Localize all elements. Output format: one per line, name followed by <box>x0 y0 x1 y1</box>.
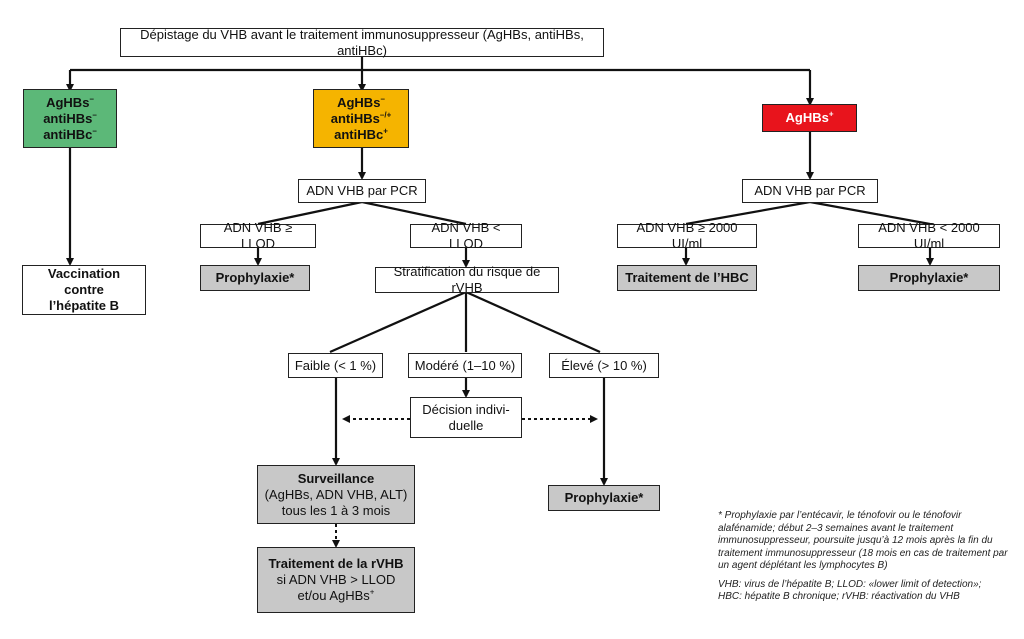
risk-low-box: Faible (< 1 %) <box>288 353 383 378</box>
surveillance-line2: (AgHBs, ADN VHB, ALT) <box>264 486 408 502</box>
footnote-abbreviations: VHB: virus de l’hépatite B; LLOD: «lower… <box>718 578 982 603</box>
prophylaxis-box-right: Prophylaxie* <box>858 265 1000 291</box>
risk-moderate-label: Modéré (1–10 %) <box>414 357 516 373</box>
adn-lt-2000-label: ADN VHB < 2000 UI/ml <box>878 220 980 251</box>
vaccination-box: Vaccination contre l’hépatite B <box>22 265 146 315</box>
neg-line1: AgHBs <box>46 94 90 110</box>
rvhb-treatment-sup: + <box>369 587 375 597</box>
adn-ge-2000-label: ADN VHB ≥ 2000 UI/ml <box>636 220 738 251</box>
rvhb-treatment-line2: si ADN VHB > LLOD <box>276 572 396 587</box>
mid-line3: antiHBc <box>334 126 384 142</box>
surveillance-line3: tous les 1 à 3 mois <box>281 502 391 518</box>
vaccination-line1: Vaccination contre <box>47 266 121 297</box>
neg-sup3: – <box>92 126 97 136</box>
adn-lt-llod-label: ADN VHB < LLOD <box>431 220 501 251</box>
mid-sup1: – <box>380 94 385 104</box>
pcr-left-box: ADN VHB par PCR <box>298 179 426 203</box>
pos-line1: AgHBs <box>785 110 829 125</box>
adn-lt-2000-box: ADN VHB < 2000 UI/ml <box>858 220 1000 251</box>
vaccination-line2: l’hépatite B <box>48 298 120 313</box>
screening-root-box: Dépistage du VHB avant le traitement imm… <box>120 26 604 58</box>
neg-sup1: – <box>89 94 94 104</box>
rvhb-treatment-title: Traitement de la rVHB <box>268 556 404 571</box>
footnote: * Prophylaxie par l’entécavir, le ténofo… <box>718 510 1008 610</box>
mid-sup3: + <box>383 126 388 136</box>
stratification-box: Stratification du risque de rVHB <box>375 264 559 295</box>
serology-intermediate-box: AgHBs– antiHBs–/+ antiHBc+ <box>313 89 409 148</box>
rvhb-treatment-line3: et/ou AgHBs <box>297 588 370 603</box>
mid-line1: AgHBs <box>337 94 381 110</box>
neg-sup2: – <box>92 110 97 120</box>
risk-high-box: Élevé (> 10 %) <box>549 353 659 378</box>
adn-ge-llod-box: ADN VHB ≥ LLOD <box>200 220 316 251</box>
prophylaxis-label-right: Prophylaxie* <box>889 270 969 285</box>
footnote-prophylaxis: * Prophylaxie par l’entécavir, le ténofo… <box>718 510 1008 571</box>
pos-sup1: + <box>828 109 834 119</box>
rvhb-treatment-box: Traitement de la rVHB si ADN VHB > LLOD … <box>257 547 415 613</box>
prophylaxis-label-left: Prophylaxie* <box>215 270 295 285</box>
stratification-label: Stratification du risque de rVHB <box>393 264 541 295</box>
neg-line2: antiHBs <box>43 110 93 126</box>
pcr-right-label: ADN VHB par PCR <box>754 183 866 198</box>
surveillance-box: Surveillance (AgHBs, ADN VHB, ALT) tous … <box>257 465 415 524</box>
surveillance-title: Surveillance <box>297 470 375 486</box>
serology-negative-box: AgHBs– antiHBs– antiHBc– <box>23 89 117 148</box>
adn-ge-2000-box: ADN VHB ≥ 2000 UI/ml <box>617 220 757 251</box>
pcr-right-box: ADN VHB par PCR <box>742 179 878 203</box>
adn-lt-llod-box: ADN VHB < LLOD <box>410 220 522 251</box>
mid-line2: antiHBs <box>330 110 380 126</box>
decision-line2: duelle <box>448 417 484 433</box>
prophylaxis-box-left: Prophylaxie* <box>200 265 310 291</box>
serology-positive-box: AgHBs+ <box>762 104 857 132</box>
decision-line1: Décision indivi- <box>422 401 510 417</box>
risk-high-label: Élevé (> 10 %) <box>561 357 647 373</box>
prophylaxis-label-high: Prophylaxie* <box>564 490 644 505</box>
prophylaxis-box-high: Prophylaxie* <box>548 485 660 511</box>
risk-moderate-box: Modéré (1–10 %) <box>408 353 522 378</box>
decision-box: Décision indivi- duelle <box>410 397 522 438</box>
neg-line3: antiHBc <box>43 126 93 142</box>
mid-sup2: –/+ <box>379 110 392 120</box>
risk-low-label: Faible (< 1 %) <box>294 357 377 373</box>
screening-root-label: Dépistage du VHB avant le traitement imm… <box>140 26 584 58</box>
pcr-left-label: ADN VHB par PCR <box>306 183 418 198</box>
chb-treatment-box: Traitement de l’HBC <box>617 265 757 291</box>
chb-treatment-label: Traitement de l’HBC <box>625 270 749 285</box>
adn-ge-llod-label: ADN VHB ≥ LLOD <box>223 220 293 251</box>
